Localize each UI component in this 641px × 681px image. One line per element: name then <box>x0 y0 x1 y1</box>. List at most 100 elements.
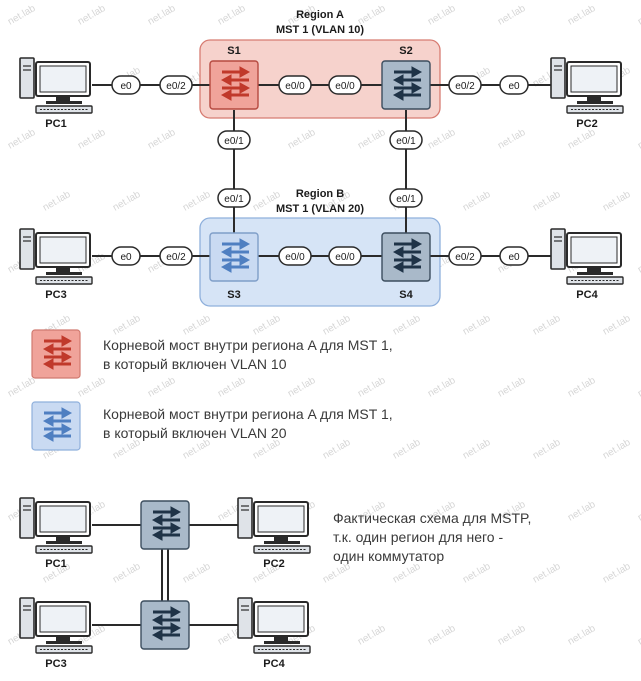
watermark-text: net.lab <box>601 313 633 338</box>
watermark-text: net.lab <box>461 313 493 338</box>
watermark-text: net.lab <box>391 437 423 462</box>
watermark-text: net.lab <box>566 375 598 400</box>
switch-s2-label: S2 <box>399 45 412 57</box>
watermark-text: net.lab <box>636 3 641 28</box>
watermark-text: net.lab <box>601 437 633 462</box>
watermark-text: net.lab <box>531 437 563 462</box>
watermark-text: net.lab <box>391 313 423 338</box>
bottom-pc2-computer-icon[interactable] <box>237 497 311 554</box>
watermark-text: net.lab <box>76 3 108 28</box>
svg-text:e0/2: e0/2 <box>166 81 186 92</box>
watermark-text: net.lab <box>636 127 641 152</box>
port-pill-pc4-e0: e0 <box>499 246 529 266</box>
svg-text:e0/0: e0/0 <box>335 81 355 92</box>
svg-text:e0/2: e0/2 <box>455 81 475 92</box>
bottom-note-line2: т.к. один регион для него - <box>333 529 504 545</box>
port-pill-pc1-e0: e0 <box>111 75 141 95</box>
links-bottom <box>92 524 238 626</box>
watermark-text: net.lab <box>426 375 458 400</box>
pc2-computer-icon[interactable] <box>550 57 624 114</box>
pc1-computer-icon[interactable] <box>19 57 93 114</box>
watermark-text: net.lab <box>601 189 633 214</box>
watermark-text: net.lab <box>356 623 388 648</box>
watermark-text: net.lab <box>426 127 458 152</box>
watermark-text: net.lab <box>636 251 641 276</box>
port-pill-s3-e0-1: e0/1 <box>217 188 251 208</box>
watermark-text: net.lab <box>6 3 38 28</box>
port-pill-s2-e0-0: e0/0 <box>328 75 362 95</box>
port-pill-s2-e0-2: e0/2 <box>448 75 482 95</box>
port-pill-s1-e0-1: e0/1 <box>217 130 251 150</box>
watermark-text: net.lab <box>426 3 458 28</box>
watermark-text: net.lab <box>566 499 598 524</box>
port-pill-s1-e0-0: e0/0 <box>278 75 312 95</box>
svg-text:e0/0: e0/0 <box>335 252 355 263</box>
watermark-text: net.lab <box>566 623 598 648</box>
watermark-text: net.lab <box>496 375 528 400</box>
watermark-text: net.lab <box>496 623 528 648</box>
pc4-computer-icon[interactable] <box>550 228 624 285</box>
watermark-text: net.lab <box>181 313 213 338</box>
watermark-text: net.lab <box>76 375 108 400</box>
switch-s2[interactable] <box>381 60 431 110</box>
port-pill-s4-e0-0: e0/0 <box>328 246 362 266</box>
region-a-title: Region A <box>296 9 344 21</box>
watermark-text: net.lab <box>146 3 178 28</box>
svg-text:e0/1: e0/1 <box>396 136 416 147</box>
watermark-text: net.lab <box>531 561 563 586</box>
legend-blue-line2: в который включен VLAN 20 <box>103 425 287 441</box>
switch-s4[interactable] <box>381 232 431 282</box>
svg-text:e0/2: e0/2 <box>455 252 475 263</box>
watermark-text: net.lab <box>426 623 458 648</box>
bottom-note-line1: Фактическая схема для MSTP, <box>333 510 532 526</box>
legend-blue-description: Корневой мост внутри региона A для MST 1… <box>103 405 393 443</box>
watermark-text: net.lab <box>111 561 143 586</box>
watermark-text: net.lab <box>531 313 563 338</box>
bottom-pc4-computer-icon[interactable] <box>237 597 311 654</box>
watermark-text: net.lab <box>636 375 641 400</box>
switch-s4-label: S4 <box>399 289 413 301</box>
svg-text:e0/1: e0/1 <box>224 136 244 147</box>
legend-red-root-switch-icon <box>31 329 81 379</box>
watermark-text: net.lab <box>636 499 641 524</box>
watermark-text: net.lab <box>461 189 493 214</box>
watermark-text: net.lab <box>461 437 493 462</box>
legend-blue-root-switch-icon <box>31 401 81 451</box>
port-pill-pc2-e0: e0 <box>499 75 529 95</box>
switch-s1-label: S1 <box>227 45 240 57</box>
switch-s3[interactable] <box>209 232 259 282</box>
watermark-text: net.lab <box>181 561 213 586</box>
svg-text:e0/0: e0/0 <box>285 252 305 263</box>
bottom-pc1-label: PC1 <box>45 558 66 570</box>
pc3-label: PC3 <box>45 289 66 301</box>
watermark-text: net.lab <box>6 375 38 400</box>
watermark-text: net.lab <box>111 189 143 214</box>
watermark-text: net.lab <box>531 189 563 214</box>
watermark-text: net.lab <box>181 189 213 214</box>
port-pill-s3-e0-0: e0/0 <box>278 246 312 266</box>
bottom-switch-bottom[interactable] <box>140 600 190 650</box>
watermark-text: net.lab <box>146 375 178 400</box>
region-a-box <box>199 39 441 119</box>
watermark-text: net.lab <box>286 127 318 152</box>
svg-text:e0/1: e0/1 <box>396 194 416 205</box>
bottom-pc1-computer-icon[interactable] <box>19 497 93 554</box>
watermark-text: net.lab <box>356 375 388 400</box>
port-pill-s1-e0-2: e0/2 <box>159 75 193 95</box>
pc1-label: PC1 <box>45 118 66 130</box>
bottom-switch-top[interactable] <box>140 500 190 550</box>
watermark-text: net.lab <box>636 623 641 648</box>
watermark-text: net.lab <box>216 3 248 28</box>
switch-s1[interactable] <box>209 60 259 110</box>
watermark-text: net.lab <box>286 375 318 400</box>
svg-text:e0/0: e0/0 <box>285 81 305 92</box>
legend-red-description: Корневой мост внутри региона A для MST 1… <box>103 336 393 374</box>
watermark-text: net.lab <box>356 127 388 152</box>
watermark-text: net.lab <box>566 127 598 152</box>
pc4-label: PC4 <box>576 289 598 301</box>
port-pill-s4-e0-2: e0/2 <box>448 246 482 266</box>
watermark-text: net.lab <box>496 127 528 152</box>
svg-text:e0: e0 <box>508 252 520 263</box>
watermark-text: net.lab <box>251 313 283 338</box>
